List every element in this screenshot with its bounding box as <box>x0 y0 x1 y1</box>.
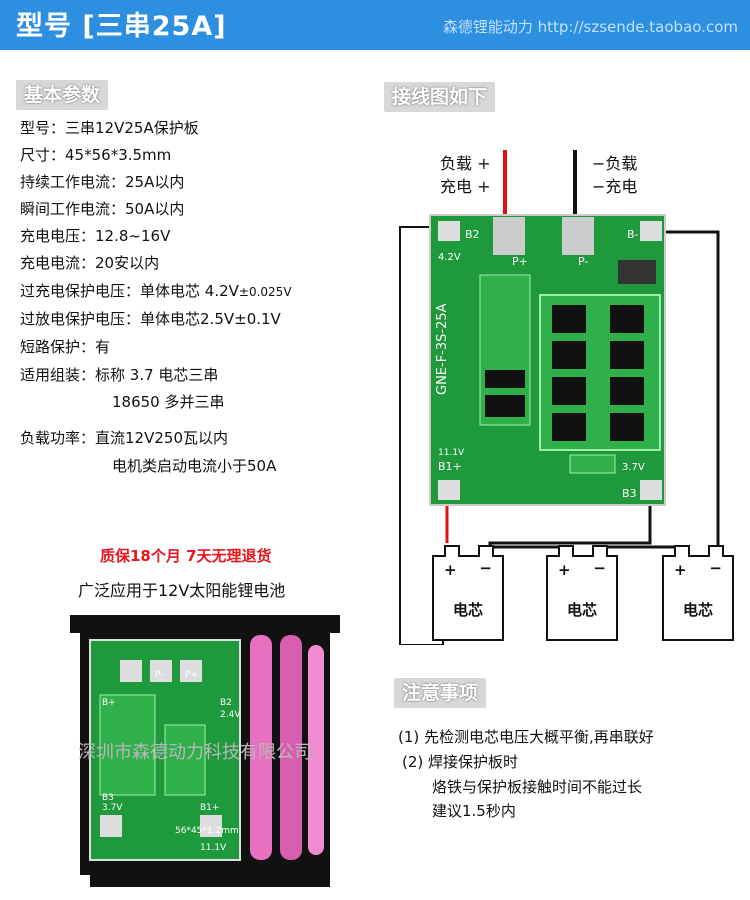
shop-url[interactable]: 森德锂能动力 http://szsende.taobao.com <box>442 18 738 36</box>
spec-key: 充电电流： <box>20 254 96 272</box>
photo-pad-p: P- <box>155 670 163 680</box>
cell-2-name: 电芯 <box>566 601 597 619</box>
spec-row: 电机类启动电流小于50A <box>112 456 276 476</box>
photo-pad-p2: P+ <box>185 670 198 680</box>
spec-value: 单体电芯2.5V±0.1V <box>140 310 281 328</box>
wire-b3 <box>488 500 652 545</box>
spec-row: 过充电保护电压：单体电芯 4.2V±0.025V <box>20 281 292 302</box>
photo-pad-b3: B3 <box>102 793 114 803</box>
spec-value: 三串12V25A保护板 <box>65 119 199 137</box>
spec-tolerance: ±0.025V <box>238 285 292 299</box>
notes-title: 注意事项 <box>394 678 487 708</box>
spec-row: 充电电流：20安以内 <box>20 253 159 273</box>
spec-value: 20安以内 <box>95 254 160 272</box>
cell-1: + − 电芯 <box>432 545 504 641</box>
photo-pad-24: 2.4V <box>220 710 241 720</box>
cell-2-plus: + <box>558 561 571 579</box>
cell-2-tab-plus <box>558 545 574 557</box>
pad-label-b1-plus: B1+ <box>438 460 462 473</box>
spec-row: 负载功率：直流12V250瓦以内 <box>20 428 228 448</box>
pad-label-p-plus: P+ <box>512 255 528 268</box>
pad-label-b2: B2 <box>465 228 480 241</box>
cell-1-minus: − <box>479 559 492 577</box>
wiring-title: 接线图如下 <box>384 82 496 112</box>
spec-key: 持续工作电流： <box>20 173 126 191</box>
pad-label-b3: B3 <box>622 487 637 500</box>
spec-row: 适用组装：标称 3.7 电芯三串 <box>20 365 218 385</box>
board-model-text: GNE-F-3S-25A <box>435 303 450 395</box>
spec-value: 直流12V250瓦以内 <box>95 429 228 447</box>
spec-row: 尺寸：45*56*3.5mm <box>20 145 171 165</box>
cell-3-plus: + <box>674 561 687 579</box>
cell-1-name: 电芯 <box>452 601 483 619</box>
spec-value: 45*56*3.5mm <box>65 146 172 164</box>
spec-value: 标称 3.7 电芯三串 <box>95 366 219 384</box>
spec-value: 18650 多并三串 <box>112 393 225 411</box>
cell-2: + − 电芯 <box>546 545 618 641</box>
spec-value: 电机类启动电流小于50A <box>112 457 277 475</box>
cell-3-minus: − <box>709 559 722 577</box>
charge-negative-label: −充电 <box>592 177 638 196</box>
pad-label-37v: 3.7V <box>622 462 645 473</box>
page-title: 型号 [三串25A] <box>16 11 227 42</box>
photo-pad-b2: B2 <box>220 698 232 708</box>
spec-key: 型号： <box>20 119 66 137</box>
cell-2-minus: − <box>593 559 606 577</box>
watermark: 深圳市森德动力科技有限公司 <box>78 742 312 763</box>
cell-2-tab-minus <box>592 545 608 557</box>
pad-label-42v: 4.2V <box>438 252 461 263</box>
note-line-4: 建议1.5秒内 <box>432 802 516 820</box>
spec-key: 过放电保护电压： <box>20 310 141 328</box>
spec-key: 充电电压： <box>20 227 96 245</box>
spec-key: 适用组装： <box>20 366 96 384</box>
battery-pack <box>70 615 340 887</box>
photo-pad-size: 56*45*1.2mm <box>175 826 239 836</box>
application-text: 广泛应用于12V太阳能锂电池 <box>78 581 286 600</box>
note-line-3: 烙铁与保护板接触时间不能过长 <box>432 778 643 796</box>
note-line-2: (2) 焊接保护板时 <box>402 753 519 771</box>
spec-key: 负载功率： <box>20 429 96 447</box>
photo-pad-111: 11.1V <box>200 843 227 853</box>
cell-3-name: 电芯 <box>682 601 713 619</box>
spec-row: 18650 多并三串 <box>112 392 225 412</box>
cell-3-tab-plus <box>674 545 690 557</box>
spec-row: 持续工作电流：25A以内 <box>20 172 184 192</box>
cell-1-tab-minus <box>478 545 494 557</box>
note-line-1: (1) 先检测电芯电压大概平衡,再串联好 <box>398 728 654 746</box>
pad-label-p-minus: P- <box>578 255 588 268</box>
params-title: 基本参数 <box>16 80 109 110</box>
load-negative-label: −负载 <box>592 154 638 173</box>
header-bar: 型号 [三串25A] 森德锂能动力 http://szsende.taobao.… <box>0 0 750 50</box>
spec-value: 50A以内 <box>125 200 185 218</box>
spec-value: 12.8~16V <box>95 227 171 245</box>
spec-row: 充电电压：12.8~16V <box>20 226 170 246</box>
spec-row: 过放电保护电压：单体电芯2.5V±0.1V <box>20 309 281 329</box>
spec-value: 单体电芯 4.2V <box>140 282 239 300</box>
spec-key: 尺寸： <box>20 146 66 164</box>
photo-pad-b1: B1+ <box>200 803 219 813</box>
pcb-board <box>429 214 666 506</box>
cell-3-tab-minus <box>708 545 724 557</box>
spec-key: 过充电保护电压： <box>20 282 141 300</box>
spec-row: 瞬间工作电流：50A以内 <box>20 199 184 219</box>
spec-row: 型号：三串12V25A保护板 <box>20 118 199 138</box>
spec-row: 短路保护：有 <box>20 337 110 357</box>
spec-key: 瞬间工作电流： <box>20 200 126 218</box>
warranty-text: 质保18个月 7天无理退货 <box>100 547 272 565</box>
photo-pad-b: B+ <box>102 698 116 708</box>
pad-label-111v: 11.1V <box>438 448 465 458</box>
spec-value: 有 <box>95 338 111 356</box>
spec-value: 25A以内 <box>125 173 185 191</box>
product-photo: B+ P- P+ B2 2.4V 3.7V B3 B1+ 11.1V 56*45… <box>70 615 340 887</box>
spec-key: 短路保护： <box>20 338 96 356</box>
charge-positive-label: 充电 + <box>440 177 491 196</box>
cell-3: + − 电芯 <box>662 545 734 641</box>
wiring-diagram: B2 P+ P- B- B1+ B3 3.7V 4.2V 11.1V GNE-F… <box>399 150 720 645</box>
cell-1-tab-plus <box>444 545 460 557</box>
pad-label-b-minus: B- <box>627 228 639 241</box>
cell-1-plus: + <box>444 561 457 579</box>
wire-b-minus-main <box>660 230 720 545</box>
load-positive-label: 负载 + <box>440 154 491 173</box>
photo-pad-37: 3.7V <box>102 803 123 813</box>
